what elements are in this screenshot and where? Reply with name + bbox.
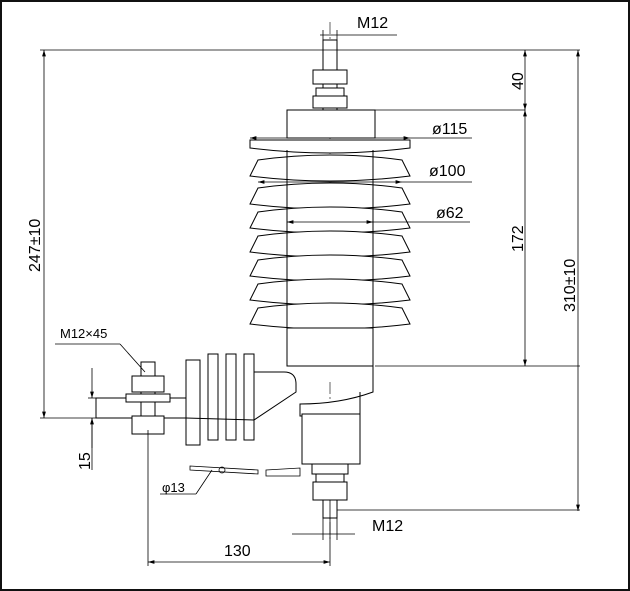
dim-m12-top: M12 (320, 15, 397, 42)
bottom-terminal (301, 413, 361, 519)
dim-hole-13-label: φ13 (162, 480, 185, 495)
dim-130-label: 130 (224, 543, 251, 560)
dim-40: 40 (510, 50, 527, 110)
core-body (286, 327, 374, 367)
dim-bolt: M12×45 (55, 326, 146, 373)
dim-172: 172 (510, 110, 527, 366)
mounting-bracket (95, 353, 297, 446)
dim-bolt-label: M12×45 (60, 326, 107, 341)
dim-15: 15 (77, 368, 98, 470)
dim-130: 130 (147, 430, 331, 566)
dim-247-label: 247±10 (27, 219, 44, 272)
dim-15-label: 15 (77, 452, 94, 470)
dim-m12-bottom-label: M12 (372, 518, 403, 535)
dim-dia-100-label: ø100 (429, 163, 466, 180)
dim-dia-62-label: ø62 (436, 205, 464, 222)
dim-m12-bottom: M12 (292, 509, 580, 540)
base-flange (287, 365, 374, 417)
bolt-m12x45 (125, 361, 171, 435)
top-cap (286, 109, 376, 139)
dim-247: 247±10 (27, 50, 98, 419)
dim-40-label: 40 (510, 72, 527, 90)
dim-dia-115-label: ø115 (432, 121, 467, 138)
shed-stack (249, 139, 411, 330)
dim-hole-13: φ13 (160, 469, 213, 495)
dim-310-label: 310±10 (562, 259, 579, 312)
top-terminal (312, 39, 348, 113)
dim-dia-115: ø115 (249, 121, 472, 140)
dim-dia-62: ø62 (287, 205, 470, 224)
lower-clamp (189, 465, 301, 477)
dim-dia-100: ø100 (258, 163, 472, 184)
dim-310: 310±10 (562, 50, 580, 511)
dim-m12-top-label: M12 (357, 15, 388, 32)
dim-172-label: 172 (510, 225, 527, 252)
